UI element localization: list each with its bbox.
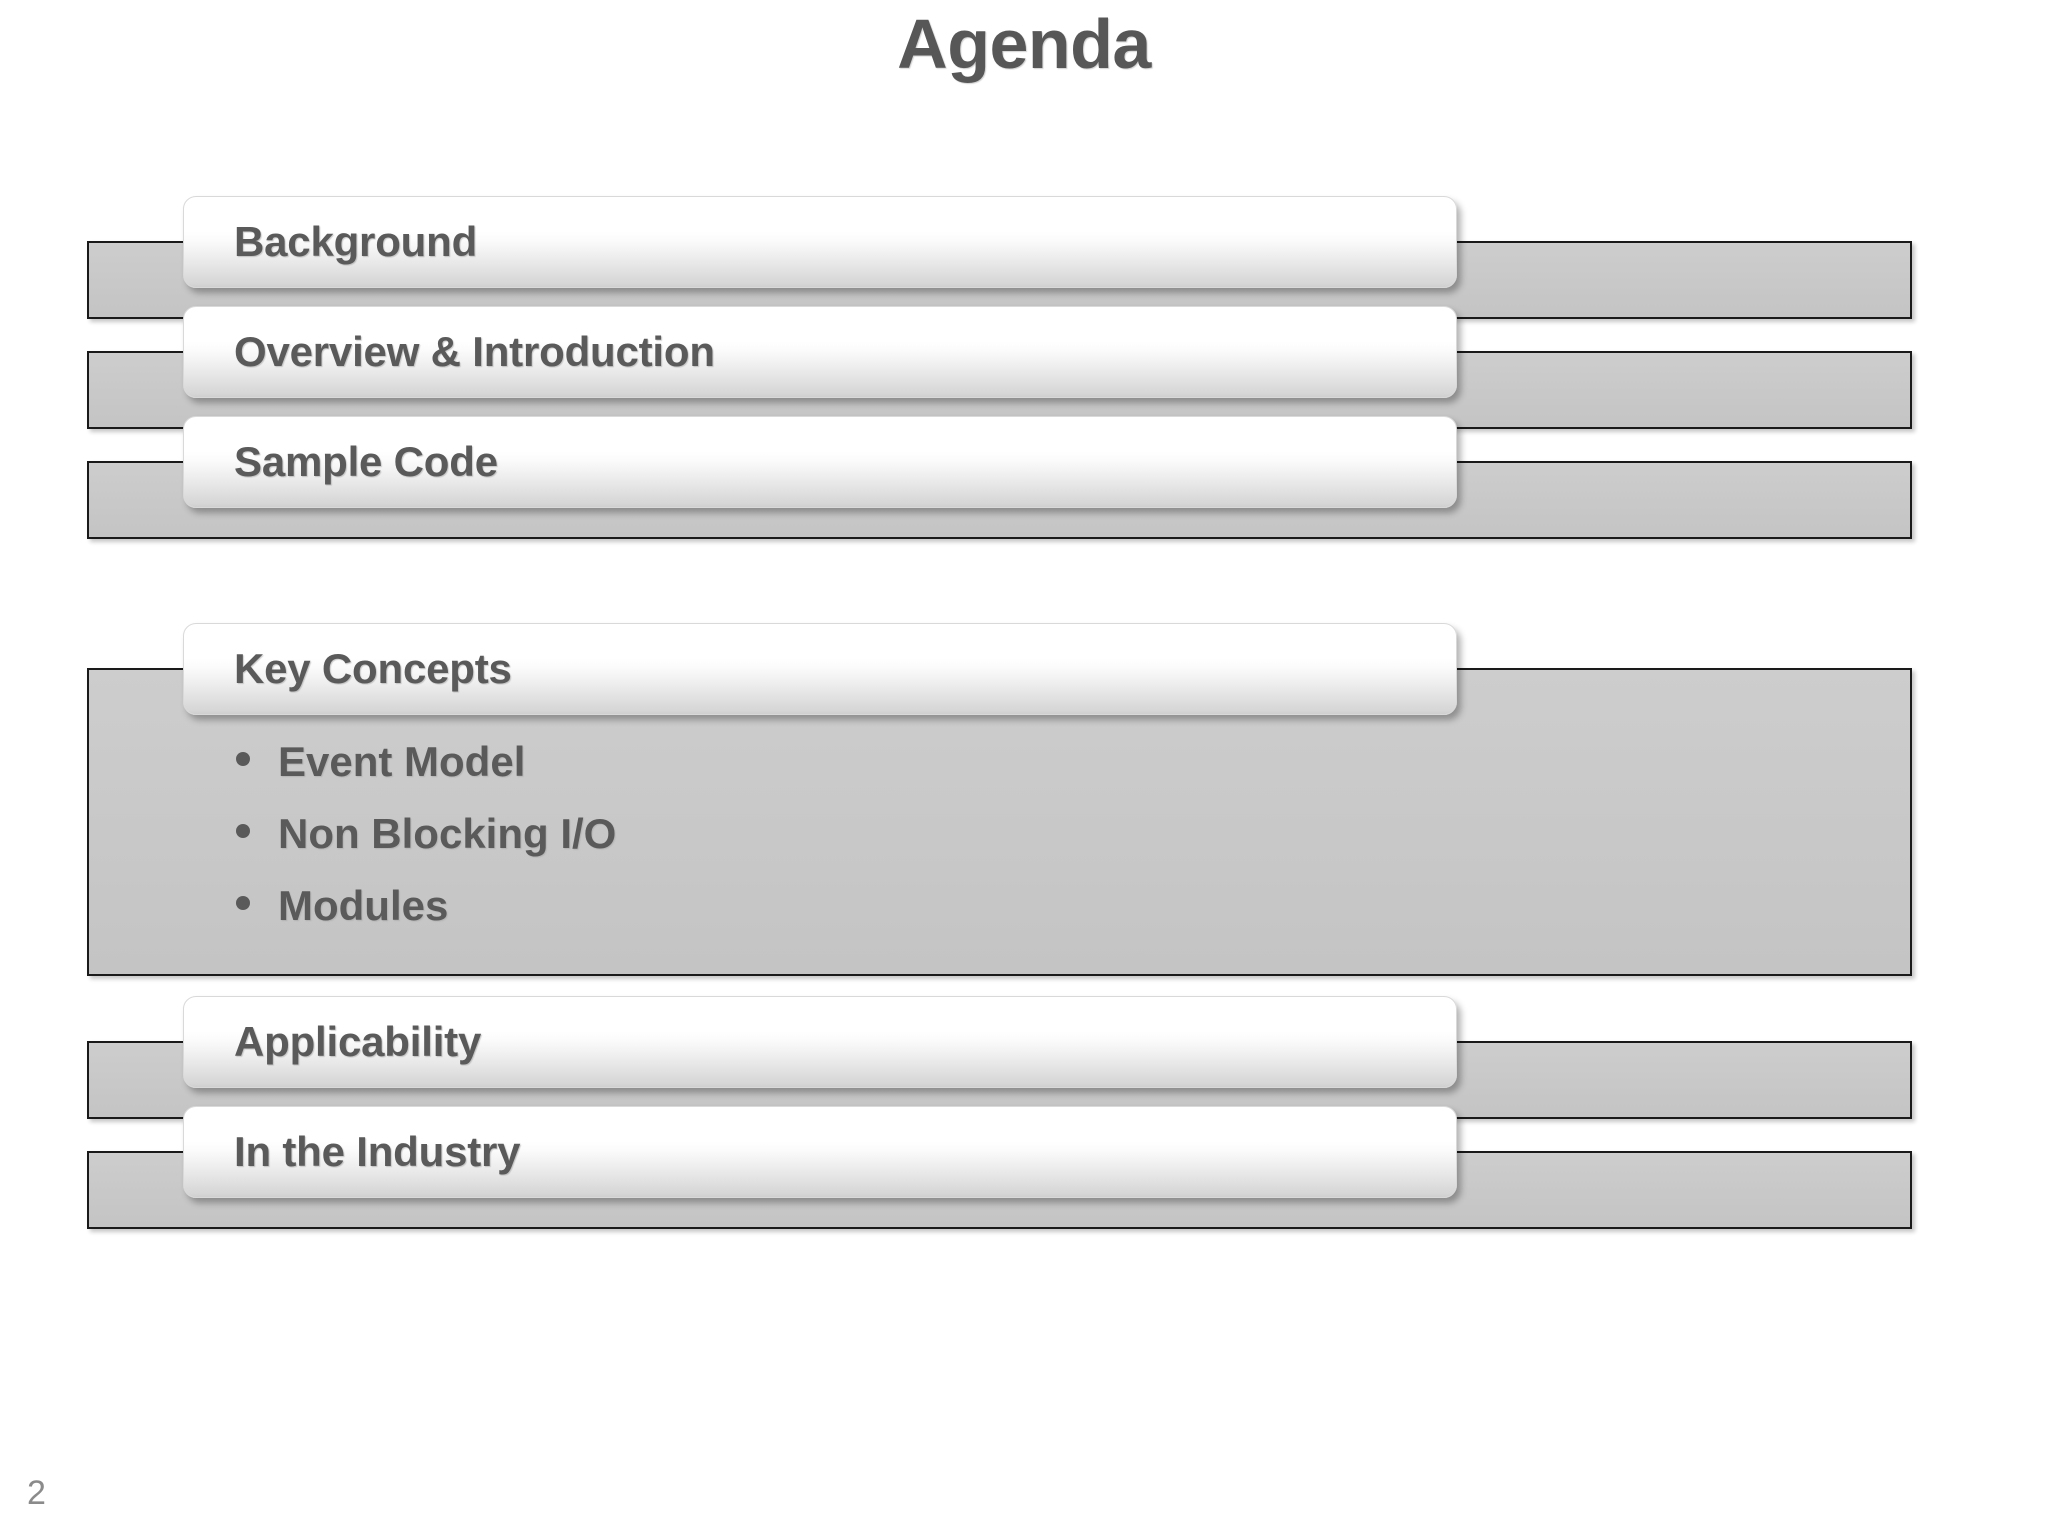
agenda-row-label: Applicability (234, 1018, 482, 1065)
list-item-label: Non Blocking I/O (278, 810, 617, 857)
list-item-label: Modules (278, 882, 449, 929)
agenda-row-plate (87, 668, 1912, 976)
agenda-row-pill[interactable]: Applicability (183, 996, 1457, 1088)
bullet-dot-icon (236, 896, 250, 910)
agenda-row-label: Sample Code (234, 438, 498, 485)
list-item: Event Model (236, 738, 1336, 810)
agenda-row-pill[interactable]: Sample Code (183, 416, 1457, 508)
agenda-row-label: Background (234, 218, 478, 265)
agenda-row-pill[interactable]: In the Industry (183, 1106, 1457, 1198)
agenda-row-pill[interactable]: Background (183, 196, 1457, 288)
list-item: Modules (236, 882, 1336, 954)
page-title: Agenda (897, 5, 1151, 83)
bullet-dot-icon (236, 752, 250, 766)
bullet-dot-icon (236, 824, 250, 838)
agenda-row-pill[interactable]: Key Concepts (183, 623, 1457, 715)
agenda-row-label: Key Concepts (234, 645, 512, 692)
key-concepts-bullet-list: Event Model Non Blocking I/O Modules (236, 738, 1336, 954)
list-item-label: Event Model (278, 738, 526, 785)
agenda-row-label: In the Industry (234, 1128, 521, 1175)
page-number: 2 (27, 1474, 46, 1512)
agenda-row-label: Overview & Introduction (234, 328, 715, 375)
list-item: Non Blocking I/O (236, 810, 1336, 882)
agenda-row-pill[interactable]: Overview & Introduction (183, 306, 1457, 398)
